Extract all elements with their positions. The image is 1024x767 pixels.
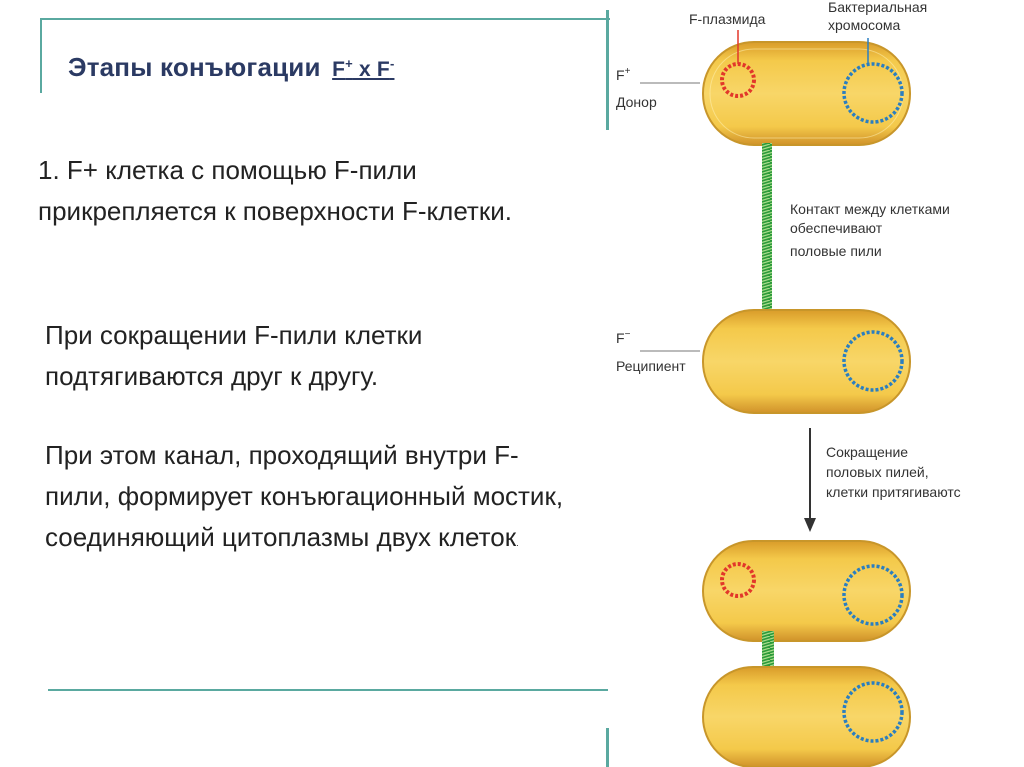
pilus-long — [762, 143, 772, 313]
title-x: x F — [352, 58, 390, 81]
arrow-down-icon — [804, 518, 816, 532]
label-recipient: Реципиент — [616, 358, 686, 374]
title-text: Этапы конъюгации — [68, 52, 321, 82]
label-recipient-f: F− — [616, 329, 631, 346]
label-contraction-3: клетки притягиваютс — [826, 484, 961, 500]
paragraph-2: При сокращении F-пили клетки подтягивают… — [45, 320, 423, 391]
plasmid-icon — [720, 62, 756, 98]
paragraph-3-text: При этом канал, проходящий внутри F-пили… — [45, 440, 564, 552]
recipient-chromosome-icon-joined — [842, 681, 904, 743]
pilus-short — [762, 631, 774, 677]
recipient-cell-joined — [702, 666, 911, 767]
label-donor-f: F+ — [616, 66, 631, 83]
donor-cell-joined — [702, 540, 911, 642]
label-contraction-2: половых пилей, — [826, 464, 929, 480]
paragraph-3-end: . — [516, 538, 519, 548]
chromosome-icon — [842, 62, 904, 124]
paragraph-3: При этом канал, проходящий внутри F-пили… — [38, 435, 565, 564]
plasmid-icon-joined — [720, 562, 756, 598]
label-contact-3: половые пили — [790, 243, 882, 259]
accent-line-bottom — [48, 689, 608, 691]
recipient-cell — [702, 309, 911, 414]
recipient-chromosome-icon — [842, 330, 904, 392]
slide-title: Этапы конъюгации F+ x F- — [68, 52, 394, 83]
title-suffix: F+ x F- — [332, 56, 395, 81]
label-contact-1: Контакт между клетками — [790, 201, 950, 217]
accent-line-left — [40, 18, 42, 93]
divider-right-bottom — [606, 728, 609, 767]
label-chromosome-2: хромосома — [828, 17, 901, 33]
label-contact-2: обеспечивают — [790, 220, 883, 236]
donor-cell — [702, 41, 911, 146]
accent-line-top — [40, 18, 610, 20]
conjugation-diagram: F-плазмида Бактериальная хромосома F+ До… — [616, 0, 961, 767]
paragraph-1: 1. F+ клетка с помощью F-пили прикрепляе… — [38, 155, 512, 226]
label-chromosome-1: Бактериальная — [828, 0, 927, 15]
label-contraction-1: Сокращение — [826, 444, 908, 460]
chromosome-icon-joined — [842, 564, 904, 626]
title-sup2: - — [389, 56, 395, 71]
label-plasmid: F-плазмида — [689, 11, 766, 27]
title-f1: F — [332, 58, 346, 81]
divider-right-top — [606, 10, 609, 130]
label-donor: Донор — [616, 94, 657, 110]
title-sup1: + — [345, 56, 353, 71]
